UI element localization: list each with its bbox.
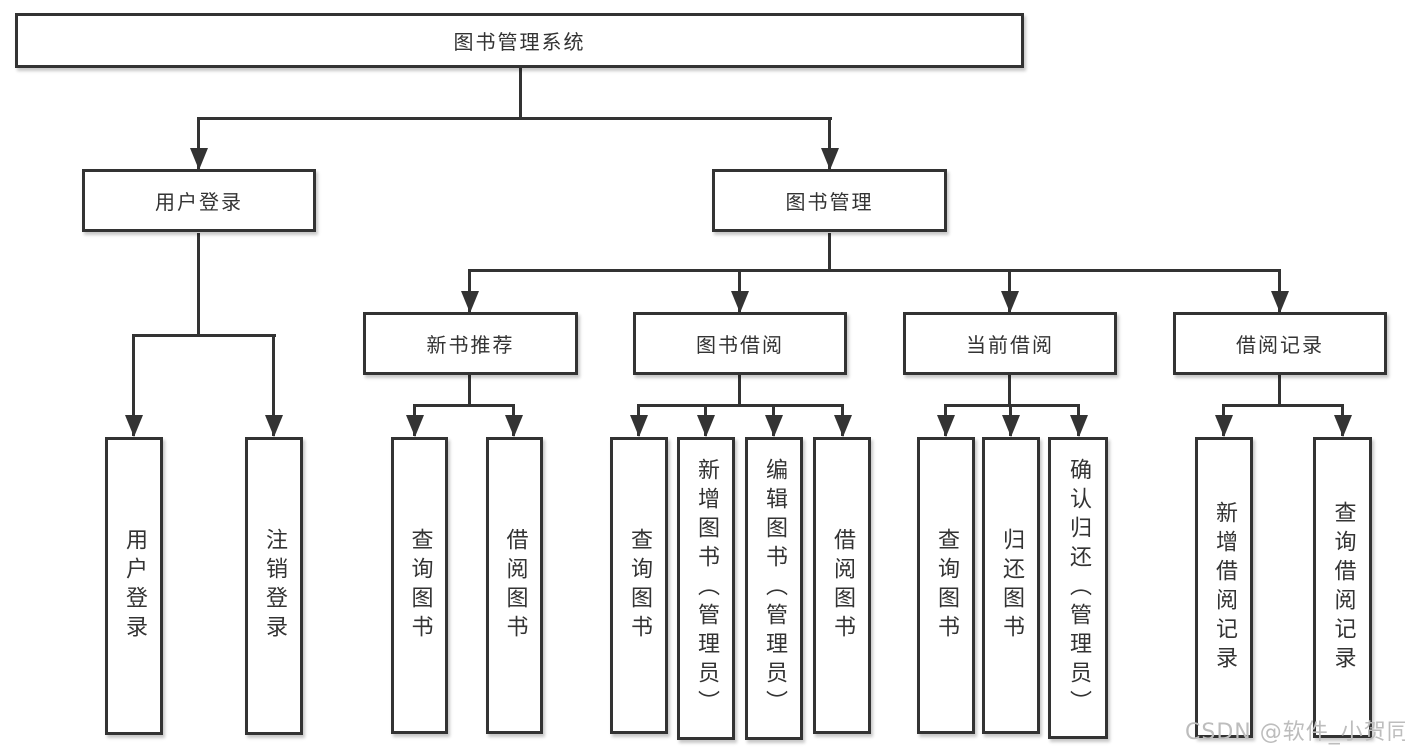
leaf-query-books-borrow: 查询图书 (610, 437, 668, 734)
leaf-query-books-recommend: 查询图书 (391, 437, 448, 734)
connector-borrow-bar (637, 404, 844, 407)
csdn-watermark: CSDN @软件_小贺同学 (1185, 720, 1405, 745)
leaf-user-login: 用户登录 (105, 437, 163, 735)
connector-records-stub (1278, 375, 1281, 407)
node-user-login: 用户登录 (82, 169, 316, 232)
connector-l3-shaft (1008, 269, 1011, 312)
leaf-add-book-admin: 新增图书（管理员） (677, 437, 735, 740)
leaf-add-borrow-record: 新增借阅记录 (1195, 437, 1253, 738)
node-book-borrow: 图书借阅 (633, 312, 847, 375)
node-borrow-records: 借阅记录 (1173, 312, 1387, 375)
connector-recommend-bar (413, 404, 515, 407)
arrow-down-icon (630, 415, 648, 437)
leaf-edit-book-admin: 编辑图书（管理员） (745, 437, 803, 740)
arrow-down-icon (937, 415, 955, 437)
leaf-confirm-return-admin: 确认归还（管理员） (1048, 437, 1108, 739)
connector-user-login-stub (197, 233, 200, 335)
arrow-down-icon (461, 291, 479, 313)
arrow-down-icon (1070, 415, 1088, 437)
connector-root-stub (519, 67, 522, 118)
leaf-query-borrow-record: 查询借阅记录 (1313, 437, 1372, 738)
node-book-management: 图书管理 (712, 169, 947, 232)
arrow-down-icon (1001, 291, 1019, 313)
arrow-down-icon (731, 291, 749, 313)
arrow-down-icon (834, 415, 852, 437)
leaf-return-book: 归还图书 (982, 437, 1040, 734)
arrow-down-icon (1271, 291, 1289, 313)
connector-current-bar (944, 404, 1080, 407)
arrow-down-icon (1215, 415, 1233, 437)
connector-l3-shaft (738, 269, 741, 312)
arrow-down-icon (406, 415, 424, 437)
node-current-borrow: 当前借阅 (903, 312, 1117, 375)
connector-recommend-stub (468, 375, 471, 407)
connector-level2-bar (197, 117, 832, 120)
connector-user-login-bar (133, 334, 276, 337)
connector-l3-shaft (1278, 269, 1281, 312)
connector-current-stub (1008, 375, 1011, 407)
arrow-down-icon (505, 415, 523, 437)
connector-records-bar (1222, 404, 1343, 407)
connector-book-mgmt-shaft (828, 117, 831, 169)
connector-leaf-shaft (132, 334, 135, 436)
node-root: 图书管理系统 (15, 13, 1024, 68)
connector-borrow-stub (738, 375, 741, 407)
arrow-down-icon (1002, 415, 1020, 437)
leaf-borrow-books-recommend: 借阅图书 (486, 437, 543, 734)
node-new-book-recommend: 新书推荐 (363, 312, 578, 375)
connector-leaf-shaft (272, 334, 275, 436)
connector-user-login-shaft (197, 117, 200, 169)
arrow-down-icon (265, 415, 283, 437)
leaf-borrow-books-borrow: 借阅图书 (813, 437, 871, 734)
connector-level3-bar (468, 269, 1281, 272)
connector-l3-shaft (468, 269, 471, 312)
arrow-down-icon (697, 415, 715, 437)
leaf-query-books-current: 查询图书 (917, 437, 975, 734)
arrow-down-icon (190, 148, 208, 170)
connector-book-mgmt-stub (828, 233, 831, 271)
arrow-down-icon (821, 148, 839, 170)
arrow-down-icon (1334, 415, 1352, 437)
arrow-down-icon (125, 415, 143, 437)
arrow-down-icon (765, 415, 783, 437)
leaf-logout: 注销登录 (245, 437, 303, 735)
